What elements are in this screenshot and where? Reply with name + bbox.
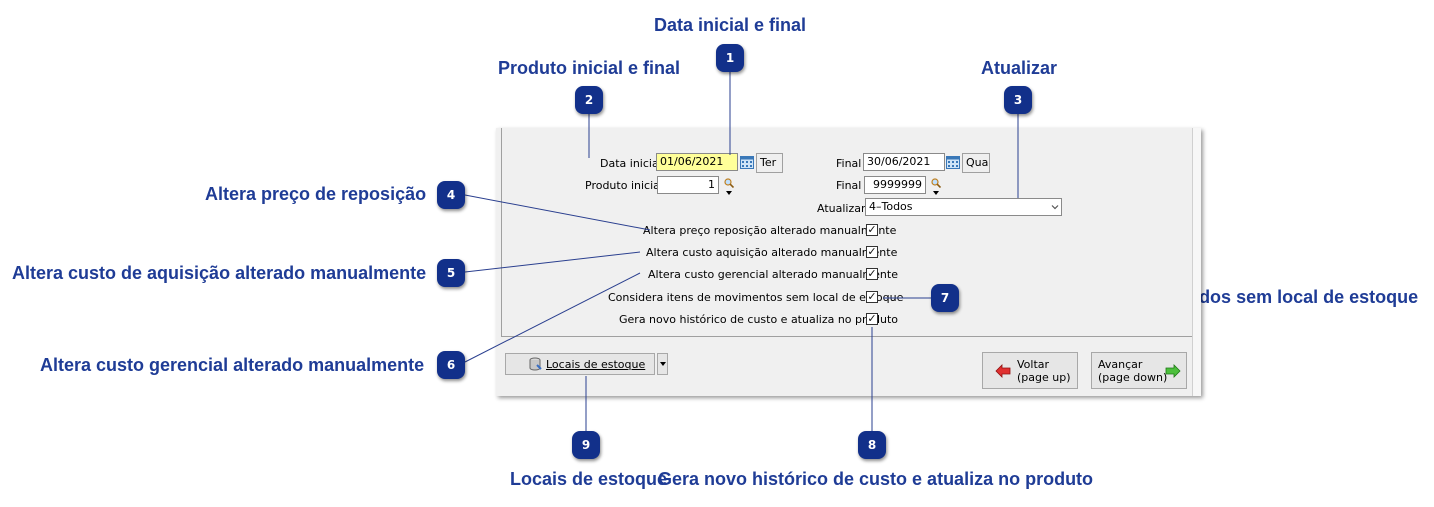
- avancar-label: Avançar: [1098, 358, 1143, 371]
- chevron-down-icon: [1051, 205, 1059, 210]
- final-date-day-button[interactable]: Qua: [962, 153, 990, 173]
- badge-8: 8: [858, 431, 886, 459]
- atualizar-select[interactable]: 4–Todos: [865, 198, 1062, 216]
- database-icon: [529, 357, 542, 371]
- atualizar-value: 4–Todos: [869, 200, 913, 213]
- dropdown-arrow-icon[interactable]: [726, 191, 732, 195]
- checkbox-label-aquisicao: Altera custo aquisição alterado manualme…: [646, 246, 898, 259]
- dropdown-arrow-icon: [660, 362, 666, 366]
- annotation-title-3: Atualizar: [981, 58, 1058, 78]
- arrow-left-icon: [995, 364, 1011, 378]
- data-inicial-label: Data inicial: [600, 157, 662, 170]
- voltar-button[interactable]: Voltar (page up): [982, 352, 1078, 389]
- annotation-title-9: Locais de estoque: [510, 469, 668, 489]
- checkbox-historico[interactable]: ✓: [866, 313, 878, 325]
- badge-2: 2: [575, 86, 603, 114]
- checkmark-icon: ✓: [867, 224, 877, 236]
- avancar-button[interactable]: Avançar (page down): [1091, 352, 1187, 389]
- checkbox-gerencial[interactable]: ✓: [866, 268, 878, 280]
- checkbox-sem-local[interactable]: ✓: [866, 291, 878, 303]
- checkbox-label-reposicao: Altera preço reposição alterado manualme…: [643, 224, 897, 237]
- arrow-right-icon: [1165, 364, 1181, 378]
- magnifier-icon[interactable]: [724, 178, 734, 188]
- checkbox-label-historico: Gera novo histórico de custo e atualiza …: [619, 313, 899, 326]
- annotation-title-6: Altera custo gerencial alterado manualme…: [40, 355, 425, 375]
- voltar-label: Voltar: [1017, 358, 1050, 371]
- checkbox-label-gerencial: Altera custo gerencial alterado manualme…: [648, 268, 898, 281]
- locais-estoque-button[interactable]: Locais de estoque: [505, 353, 655, 375]
- vertical-scrollbar[interactable]: [1192, 128, 1201, 396]
- magnifier-icon[interactable]: [931, 178, 941, 188]
- badge-9: 9: [572, 431, 600, 459]
- dropdown-arrow-icon[interactable]: [933, 191, 939, 195]
- produto-inicial-label: Produto inicial: [585, 179, 663, 192]
- voltar-hint: (page up): [1017, 371, 1071, 384]
- checkmark-icon: ✓: [867, 313, 877, 325]
- checkmark-icon: ✓: [867, 268, 877, 280]
- locais-estoque-label: Locais de estoque: [546, 358, 646, 371]
- avancar-hint: (page down): [1098, 371, 1168, 384]
- locais-dropdown-button[interactable]: [657, 353, 668, 375]
- checkbox-aquisicao[interactable]: ✓: [866, 246, 878, 258]
- final-date-label: Final: [836, 157, 862, 170]
- calendar-icon[interactable]: [740, 155, 754, 169]
- badge-4: 4: [437, 181, 465, 209]
- annotation-title-2: Produto inicial e final: [498, 58, 681, 78]
- badge-6: 6: [437, 351, 465, 379]
- badge-5: 5: [437, 259, 465, 287]
- badge-1: 1: [716, 44, 744, 72]
- produto-final-label: Final: [836, 179, 862, 192]
- annotation-title-8: Gera novo histórico de custo e atualiza …: [658, 469, 1094, 489]
- data-inicial-day-button[interactable]: Ter: [756, 153, 783, 173]
- checkmark-icon: ✓: [867, 291, 877, 303]
- checkbox-reposicao[interactable]: ✓: [866, 224, 878, 236]
- badge-7: 7: [931, 284, 959, 312]
- data-inicial-input[interactable]: 01/06/2021: [656, 153, 738, 171]
- final-date-input[interactable]: 30/06/2021: [863, 153, 945, 171]
- calendar-icon[interactable]: [946, 155, 960, 169]
- produto-final-input[interactable]: 9999999: [864, 176, 926, 194]
- annotation-title-4: Altera preço de reposição: [205, 184, 427, 204]
- atualizar-label: Atualizar: [817, 202, 866, 215]
- checkmark-icon: ✓: [867, 246, 877, 258]
- badge-3: 3: [1004, 86, 1032, 114]
- produto-inicial-input[interactable]: 1: [657, 176, 719, 194]
- checkbox-label-sem-local: Considera itens de movimentos sem local …: [608, 291, 904, 304]
- annotation-title-5: Altera custo de aquisição alterado manua…: [12, 263, 427, 283]
- annotation-title-1: Data inicial e final: [654, 15, 807, 35]
